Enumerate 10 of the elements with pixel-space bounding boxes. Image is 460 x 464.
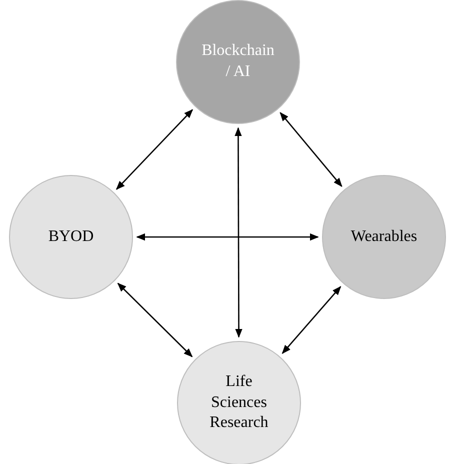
- node-label: Blockchain / AI: [200, 41, 276, 82]
- double-arrow: [234, 127, 242, 338]
- double-arrow: [116, 109, 194, 190]
- node-label: BYOD: [47, 226, 95, 247]
- node-label: Life Sciences Research: [208, 372, 270, 434]
- double-arrow: [280, 112, 342, 188]
- double-arrow: [282, 286, 342, 354]
- double-arrow: [136, 233, 319, 241]
- double-arrow: [117, 282, 193, 358]
- node-label: Wearables: [350, 226, 418, 247]
